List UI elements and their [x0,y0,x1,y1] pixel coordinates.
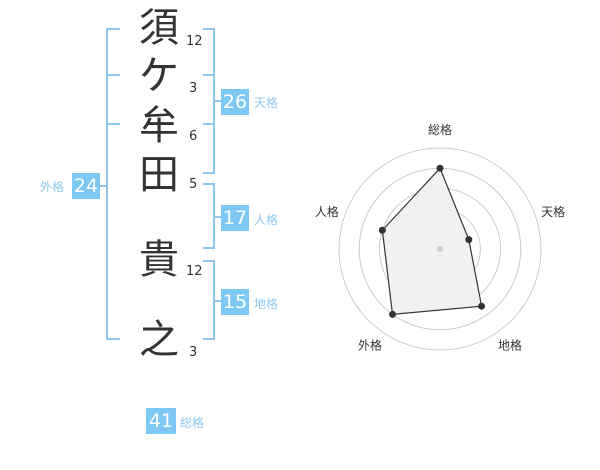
radar-point [478,302,486,310]
radar-axis-label: 天格 [541,204,565,219]
radar-axis-label: 総格 [428,122,452,137]
gaikaku-value: 24 [72,173,100,199]
radar-axis-label: 地格 [498,337,522,352]
jinkaku-bracket [203,183,215,249]
stroke-count-3: 6 [189,129,198,144]
chikaku-value: 15 [221,289,249,315]
radar-points [378,164,486,318]
chikaku-label: 地格 [254,297,279,311]
radar-axis-label: 人格 [315,204,339,219]
stroke-count-5: 12 [186,264,203,279]
stroke-count-2: 3 [189,81,198,96]
soukaku-label: 総格 [180,416,205,430]
bracket-connector [98,185,106,187]
radar-ring [338,147,542,351]
name-char-2: ケ [139,53,179,99]
name-char-6: 之 [139,317,179,363]
tenkaku-bracket [203,28,215,174]
stroke-count-1: 12 [186,34,203,49]
jinkaku-value: 17 [221,205,249,231]
chikaku-bracket [203,260,215,340]
gaikaku-label: 外格 [40,180,65,194]
name-char-5: 貴 [139,237,179,283]
radar-center-dot [437,246,443,252]
bracket-tick [106,123,120,125]
gaikaku-bracket [106,28,120,340]
bracket-tick [203,74,215,76]
name-char-4: 田 [139,152,179,198]
name-char-1: 須 [139,5,179,51]
bracket-tick [203,123,215,125]
jinkaku-label: 人格 [254,213,279,227]
soukaku-value: 41 [146,408,176,434]
bracket-tick [106,74,120,76]
bracket-connector [215,100,221,102]
stroke-count-4: 5 [189,177,198,192]
radar-area [381,167,483,316]
radar-point [436,164,444,172]
radar-point [465,236,473,244]
radar-axis-label: 外格 [358,337,382,352]
bracket-connector [215,300,221,302]
stroke-count-6: 3 [189,345,198,360]
tenkaku-label: 天格 [254,96,279,110]
tenkaku-value: 26 [221,89,249,115]
radar-point [378,226,386,234]
radar-point [389,310,397,318]
bracket-connector [215,216,221,218]
name-char-3: 牟 [139,103,179,149]
